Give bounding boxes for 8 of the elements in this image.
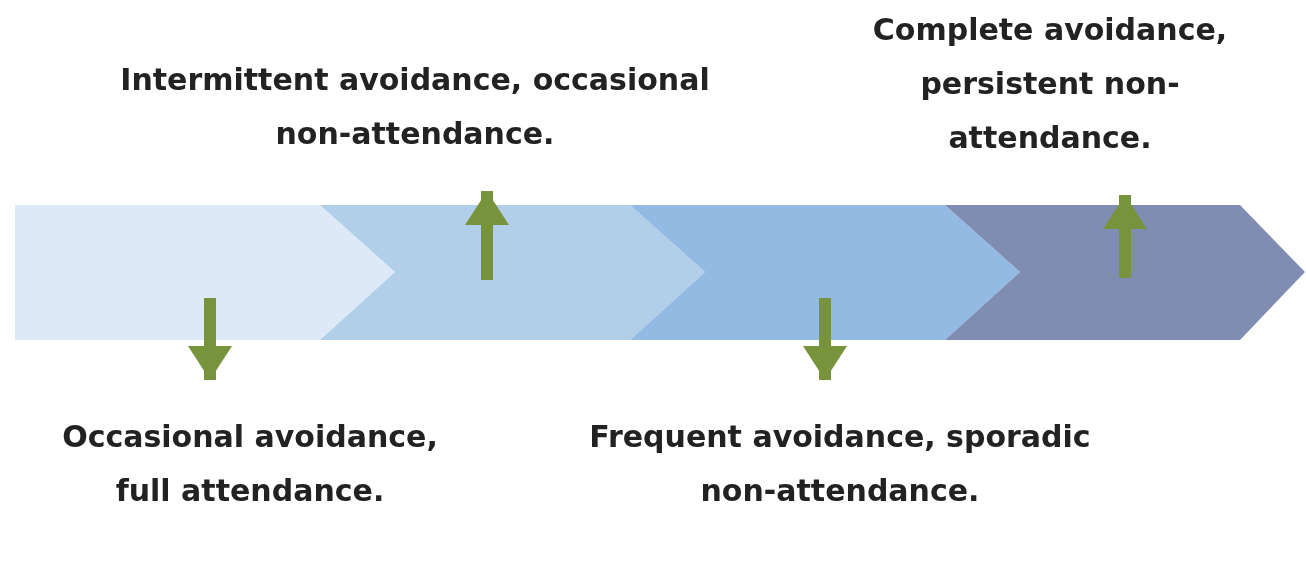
- arrow: [1103, 195, 1147, 278]
- arrow: [188, 298, 232, 380]
- stage-description: Intermittent avoidance, occasional non-attendance.: [120, 61, 710, 153]
- arrow: [803, 298, 847, 380]
- arrow: [465, 191, 509, 280]
- stage-description: Occasional avoidance, full attendance.: [61, 418, 439, 510]
- stage-description: Frequent avoidance, sporadic non-attendance.: [588, 418, 1092, 510]
- stage-description: Complete avoidance, persistent non-attendance.: [871, 11, 1229, 157]
